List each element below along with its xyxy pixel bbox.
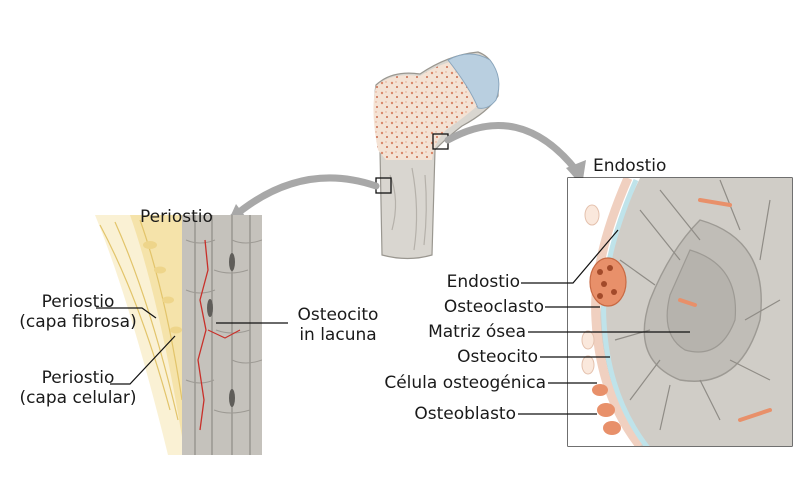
endosteum-panel-title: Endostio — [593, 156, 667, 176]
label-osteocito: Osteocito — [457, 347, 538, 367]
label-periostio-celular-line2: (capa celular) — [19, 388, 137, 408]
arrow-to-periosteum — [228, 174, 380, 222]
label-endostio: Endostio — [446, 272, 520, 292]
periosteum-section — [95, 215, 262, 455]
periosteum-panel-title: Periostio — [140, 207, 213, 227]
arrow-to-endosteum — [444, 122, 580, 174]
label-periostio-fibrosa-line1: Periostio — [41, 292, 115, 312]
label-periostio-fibrosa: Periostio (capa fibrosa) — [8, 292, 148, 332]
label-celula-osteogenica: Célula osteogénica — [384, 373, 546, 393]
label-osteoblasto: Osteoblasto — [414, 404, 516, 424]
leader-lines — [96, 229, 690, 415]
label-periostio-celular-line1: Periostio — [41, 368, 115, 388]
label-osteoclasto: Osteoclasto — [443, 297, 544, 317]
label-periostio-fibrosa-line2: (capa fibrosa) — [19, 312, 137, 332]
label-matriz-osea: Matriz ósea — [428, 322, 526, 342]
label-osteocito-lacuna-line1: Osteocito — [297, 305, 379, 325]
endosteum-section — [568, 178, 792, 446]
femur-illustration — [373, 51, 500, 260]
label-osteocito-lacuna: Osteocito in lacuna — [288, 305, 388, 345]
label-osteocito-lacuna-line2: in lacuna — [299, 325, 377, 345]
label-periostio-celular: Periostio (capa celular) — [8, 368, 148, 408]
